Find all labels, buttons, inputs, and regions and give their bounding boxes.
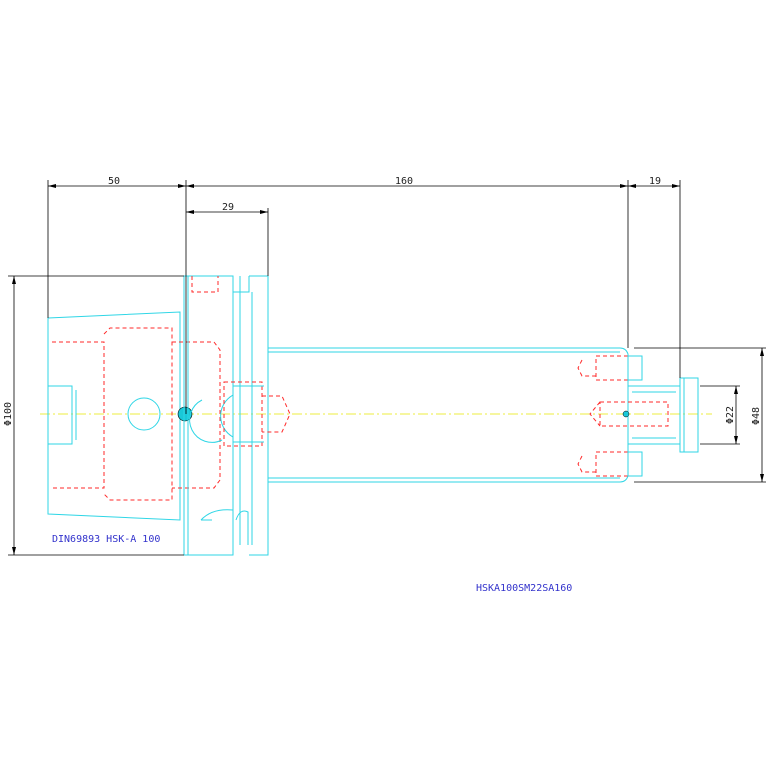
drawing-sheet: [0, 176, 767, 591]
spigot: [622, 355, 699, 477]
dim-dia100: Φ100: [3, 402, 14, 426]
dim-160: 160: [395, 176, 413, 187]
dim-dia48: Φ48: [751, 407, 762, 425]
standard-label: DIN69893 HSK-A 100: [52, 534, 160, 545]
flange: [183, 275, 291, 556]
part-number-label: HSKA100SM22SA160: [476, 583, 572, 594]
hsk-taper: [47, 311, 221, 521]
dimension-lines: [8, 180, 766, 556]
dim-29: 29: [222, 202, 234, 213]
dim-dia22: Φ22: [725, 406, 736, 424]
dim-50: 50: [108, 176, 120, 187]
dim-19: 19: [649, 176, 661, 187]
taper-bore-circle: [127, 397, 161, 431]
